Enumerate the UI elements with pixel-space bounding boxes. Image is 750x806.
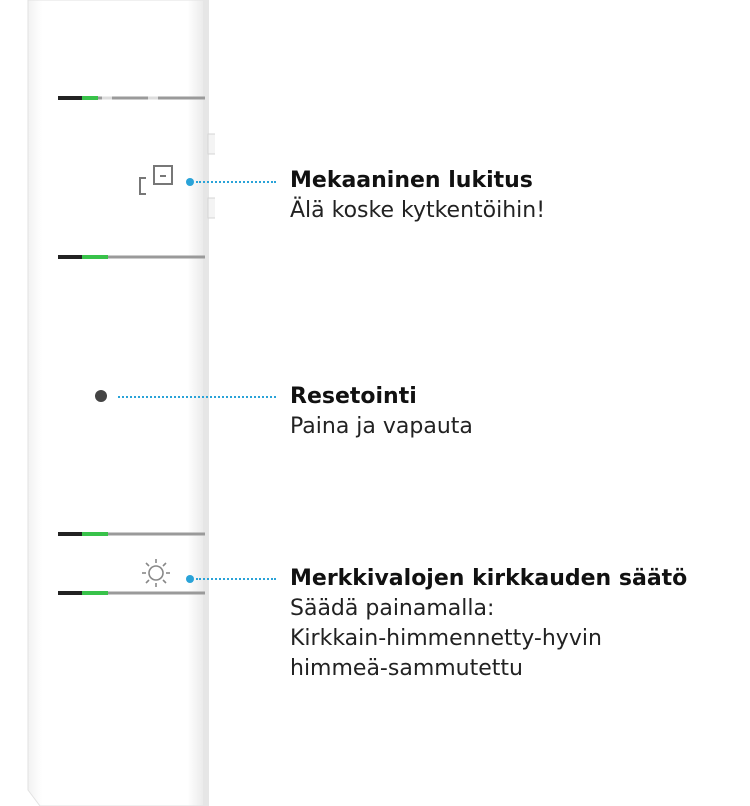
callout-brightness: Merkkivalojen kirkkauden säätö Säädä pai…	[290, 564, 687, 684]
callout-lock-desc: Älä koske kytkentöihin!	[290, 198, 546, 223]
lock-icon	[139, 165, 173, 195]
callout-reset-desc: Paina ja vapauta	[290, 414, 473, 439]
leader-line-reset	[118, 396, 276, 398]
leader-dot-brightness	[186, 575, 194, 583]
callout-brightness-desc-2: Kirkkain-himmennetty-hyvin	[290, 626, 602, 651]
callout-reset-title: Resetointi	[290, 384, 417, 409]
callout-lock-title: Mekaaninen lukitus	[290, 168, 533, 193]
sun-icon[interactable]	[142, 559, 170, 587]
device-side-view	[0, 0, 215, 806]
leader-line-lock	[196, 181, 276, 183]
reset-hole[interactable]	[95, 390, 107, 402]
callout-lock: Mekaaninen lukitus Älä koske kytkentöihi…	[290, 166, 545, 226]
callout-brightness-desc-1: Säädä painamalla:	[290, 596, 495, 621]
callout-reset: Resetointi Paina ja vapauta	[290, 382, 473, 442]
device-illustration	[27, 0, 215, 806]
leader-dot-lock	[186, 178, 194, 186]
callout-brightness-desc-3: himmeä-sammutettu	[290, 656, 523, 681]
leader-line-brightness	[196, 578, 276, 580]
callout-brightness-title: Merkkivalojen kirkkauden säätö	[290, 566, 688, 591]
